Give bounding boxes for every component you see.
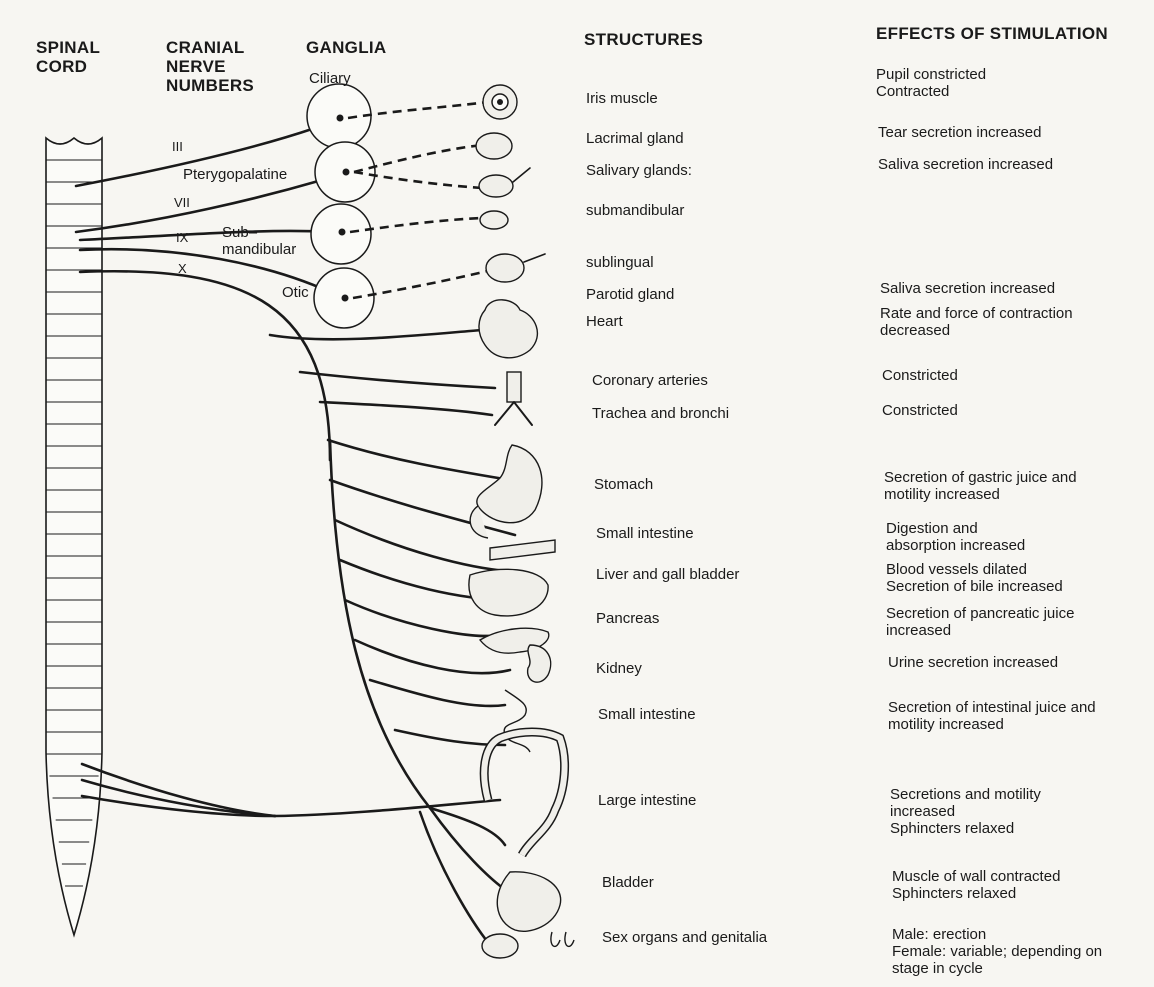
structure-label: sublingual: [586, 254, 654, 271]
structure-label: submandibular: [586, 202, 684, 219]
liver-icon: [469, 569, 548, 616]
effect-text: Tear secretion increased: [878, 124, 1041, 141]
ganglion-label-otic: Otic: [282, 284, 309, 301]
ganglion-label-submandibular: Sub– mandibular: [222, 224, 296, 258]
structure-label: Iris muscle: [586, 90, 658, 107]
effect-text: Pupil constricted Contracted: [876, 66, 986, 100]
structure-label: Lacrimal gland: [586, 130, 684, 147]
structure-label: Trachea and bronchi: [592, 405, 729, 422]
effect-text: Saliva secretion increased: [878, 156, 1053, 173]
submandibular-gland-icon: [479, 168, 530, 197]
effect-text: Muscle of wall contracted Sphincters rel…: [892, 868, 1060, 902]
stomach-icon: [470, 445, 542, 538]
nerve-label-iii: III: [172, 140, 183, 154]
small-intestine-lower-icon: [504, 690, 530, 752]
nerve-label-x: X: [178, 262, 187, 276]
effect-text: Male: erection Female: variable; dependi…: [892, 926, 1102, 977]
ganglion-label-pterygopalatine: Pterygopalatine: [183, 166, 287, 183]
lacrimal-gland-icon: [476, 133, 512, 159]
structure-label: Bladder: [602, 874, 654, 891]
kidney-icon: [528, 645, 551, 682]
bladder-icon: [497, 872, 560, 931]
ganglia-circles: [307, 84, 375, 328]
heart-icon: [479, 300, 537, 358]
effect-text: Urine secretion increased: [888, 654, 1058, 671]
postganglionic-fibres: [348, 102, 492, 298]
small-intestine-icon: [490, 540, 555, 560]
effect-text: Saliva secretion increased: [880, 280, 1055, 297]
structure-label: Heart: [586, 313, 623, 330]
effect-text: Constricted: [882, 402, 958, 419]
nerve-label-vii: VII: [174, 196, 190, 210]
effect-text: Secretion of gastric juice and motility …: [884, 469, 1077, 503]
effect-text: Secretion of pancreatic juice increased: [886, 605, 1074, 639]
effect-text: Digestion and absorption increased: [886, 520, 1025, 554]
structure-label: Sex organs and genitalia: [602, 929, 767, 946]
effect-text: Secretions and motility increased Sphinc…: [890, 786, 1041, 837]
structure-label: Small intestine: [598, 706, 696, 723]
structure-label: Small intestine: [596, 525, 694, 542]
header-structures: STRUCTURES: [584, 30, 703, 49]
structure-label: Salivary glands:: [586, 162, 692, 179]
effect-text: Rate and force of contraction decreased: [880, 305, 1073, 339]
structure-label: Liver and gall bladder: [596, 566, 739, 583]
structure-label: Coronary arteries: [592, 372, 708, 389]
nerve-label-ix: IX: [176, 231, 188, 245]
header-effects: EFFECTS OF STIMULATION: [876, 24, 1108, 43]
vagus-nerve: [270, 330, 520, 808]
effect-text: Secretion of intestinal juice and motili…: [888, 699, 1096, 733]
genitalia-icon: [482, 932, 574, 958]
header-spinal-cord: SPINAL CORD: [36, 38, 100, 76]
header-cranial-nerve-numbers: CRANIAL NERVE NUMBERS: [166, 38, 254, 95]
effect-text: Blood vessels dilated Secretion of bile …: [886, 561, 1063, 595]
sacral-outflow: [82, 764, 510, 945]
trachea-bronchi-icon: [495, 372, 532, 425]
spinal-cord: [46, 138, 102, 935]
structure-label: Parotid gland: [586, 286, 674, 303]
iris-eye-icon: [483, 85, 517, 119]
structure-label: Stomach: [594, 476, 653, 493]
parotid-gland-icon: [486, 254, 545, 282]
structure-label: Large intestine: [598, 792, 696, 809]
structure-label: Pancreas: [596, 610, 659, 627]
effect-text: Constricted: [882, 367, 958, 384]
header-ganglia: GANGLIA: [306, 38, 386, 57]
ganglion-label-ciliary: Ciliary: [309, 70, 351, 87]
sublingual-gland-icon: [480, 211, 508, 229]
structure-label: Kidney: [596, 660, 642, 677]
